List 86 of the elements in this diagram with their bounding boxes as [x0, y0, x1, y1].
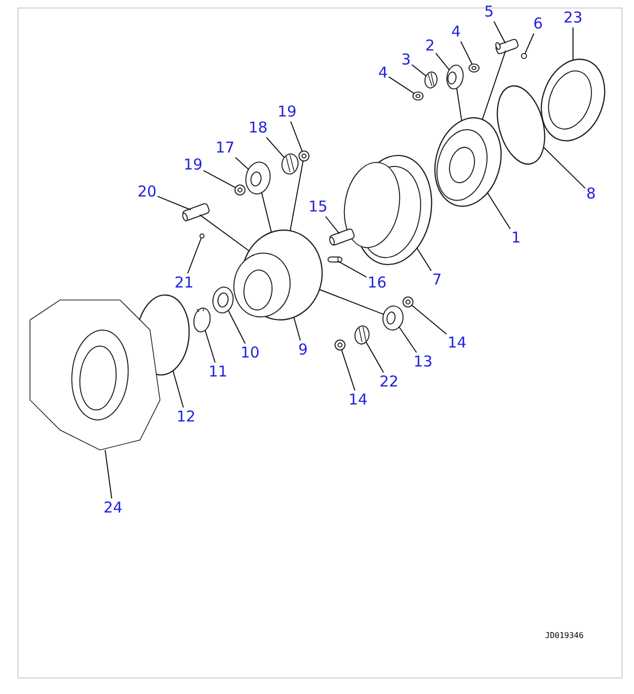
callout-number: 21	[174, 274, 194, 292]
bearing-drawing	[212, 286, 234, 314]
leader-line	[157, 196, 192, 210]
ball-drawing	[200, 234, 204, 238]
snap-ring-drawing	[193, 308, 211, 332]
leader-line	[411, 64, 427, 77]
leader-line	[325, 216, 340, 234]
leader-line	[524, 33, 534, 54]
callout-number: 9	[298, 342, 308, 358]
leader-line	[290, 121, 303, 152]
needle-bearing-drawing	[424, 72, 438, 88]
washer-drawing	[234, 184, 246, 196]
center-line	[290, 160, 304, 232]
callout-number: 14	[348, 392, 368, 408]
callout-number: 7	[432, 272, 442, 288]
leader-line	[234, 157, 249, 170]
callout-number: 19	[277, 104, 297, 120]
callout-number: 14	[447, 334, 467, 352]
leader-line	[228, 310, 246, 344]
carrier-drawing	[434, 117, 502, 207]
callout-number: 20	[137, 184, 157, 200]
leader-line	[204, 330, 216, 363]
leader-line	[172, 370, 184, 408]
washer-drawing	[412, 92, 424, 100]
gear-drawing	[446, 64, 464, 90]
center-line	[456, 88, 462, 122]
needle-bearing-drawing	[281, 154, 299, 174]
callout-number: 15	[308, 198, 328, 216]
leader-line	[435, 52, 450, 70]
housing-drawing	[30, 300, 160, 450]
cover-drawing	[540, 58, 606, 142]
leader-line	[365, 341, 384, 373]
callout-number: 4	[378, 64, 388, 82]
leader-line	[493, 21, 506, 44]
planet-carrier-drawing	[233, 230, 323, 320]
leader-line	[411, 304, 447, 335]
leader-line	[572, 27, 574, 61]
callout-number: 18	[248, 120, 268, 136]
gear-drawing	[245, 162, 271, 194]
callout-number: 13	[413, 354, 433, 370]
leader-line	[460, 41, 473, 65]
pin-drawing	[494, 38, 520, 55]
washer-drawing	[334, 340, 346, 350]
center-line	[482, 50, 506, 120]
ring-gear-drawing	[344, 154, 432, 266]
callout-number: 19	[183, 156, 203, 174]
washer-drawing	[468, 64, 480, 72]
callout-number: 6	[533, 16, 543, 32]
callout-number: 1	[511, 230, 521, 246]
pin-drawing	[328, 228, 356, 246]
callout-number: 11	[208, 364, 228, 380]
pin-drawing	[182, 202, 210, 222]
leader-line	[187, 237, 202, 274]
pin-drawing	[328, 256, 342, 262]
callout-number: 4	[451, 24, 461, 40]
callout-number: 16	[367, 274, 387, 292]
ball-drawing	[521, 53, 527, 59]
leader-line	[266, 137, 285, 158]
callout-number: 22	[379, 374, 399, 390]
callout-number: 5	[484, 4, 494, 20]
center-line	[199, 214, 250, 252]
callout-number: 2	[425, 38, 435, 54]
leader-line	[293, 316, 301, 341]
needle-bearing-drawing	[354, 326, 370, 344]
leader-line	[486, 192, 511, 230]
leader-line	[388, 76, 415, 94]
leader-line	[341, 349, 356, 391]
center-line	[318, 289, 384, 315]
callout-number: 10	[240, 344, 260, 362]
callout-number: 23	[563, 10, 583, 26]
callout-number: 17	[215, 140, 235, 156]
washer-drawing	[402, 296, 414, 308]
callout-number: 12	[176, 408, 196, 426]
gear-drawing	[382, 306, 404, 330]
leader-line	[104, 450, 112, 499]
callout-number: 8	[586, 186, 596, 202]
drawing-number: JD019346	[545, 631, 584, 640]
o-ring-drawing	[496, 85, 546, 165]
callout-number: 24	[103, 500, 123, 516]
leader-line	[543, 146, 586, 189]
leader-line	[416, 248, 432, 272]
center-line	[261, 192, 272, 233]
callout-number: 3	[401, 52, 411, 68]
washer-drawing	[298, 150, 310, 162]
leader-line	[398, 326, 418, 353]
leader-line	[203, 170, 236, 188]
